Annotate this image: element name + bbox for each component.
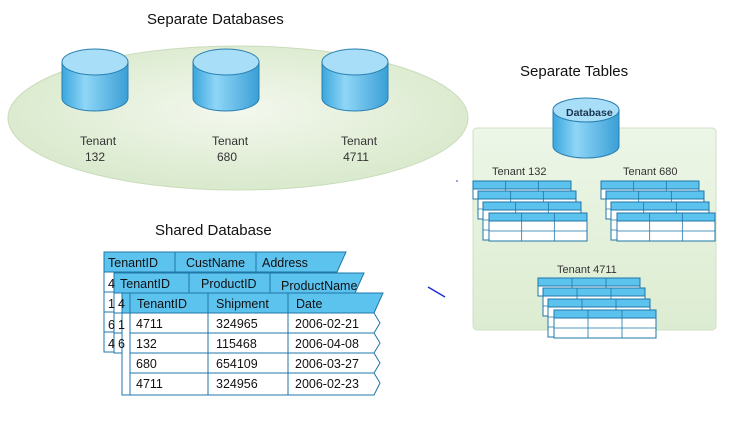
back-id-cell: 4 xyxy=(108,277,115,291)
database-caption-1-line2: 132 xyxy=(84,150,106,164)
database-caption-1-line1: Tenant xyxy=(80,134,117,148)
middle-header-productid: ProductID xyxy=(201,277,257,291)
front-cell: 324956 xyxy=(216,377,258,391)
front-cell: 324965 xyxy=(216,317,258,331)
back-header-tenantid: TenantID xyxy=(108,256,159,270)
pen-dot-mark xyxy=(456,180,458,182)
database-cylinder-shared xyxy=(552,97,620,159)
front-header-date: Date xyxy=(296,297,323,311)
front-cell: 115468 xyxy=(216,337,257,351)
shared-shipments-table xyxy=(121,292,384,396)
back-header-address: Address xyxy=(262,256,308,270)
back-id-cell: 6 xyxy=(108,318,115,332)
front-cell: 2006-02-23 xyxy=(295,377,359,391)
tenant-132-tables-stack xyxy=(472,180,588,242)
database-label: Database xyxy=(566,107,613,119)
middle-id-cell: 6 xyxy=(118,337,125,351)
database-caption-2: Tenant 680 xyxy=(212,133,249,165)
mini-table-icon xyxy=(553,309,657,339)
database-caption-3: Tenant 4711 xyxy=(341,133,378,165)
pen-stroke-mark xyxy=(427,286,446,298)
middle-header-tenantid: TenantID xyxy=(120,277,171,291)
separate-databases-title: Separate Databases xyxy=(147,11,284,28)
front-cell: 680 xyxy=(136,357,157,371)
group-label-tenant-132: Tenant 132 xyxy=(492,166,547,178)
middle-id-cell: 4 xyxy=(118,297,125,311)
back-header-custname: CustName xyxy=(186,256,246,270)
front-header-shipment: Shipment xyxy=(216,297,269,311)
database-cylinder-tenant-4711 xyxy=(321,48,389,112)
front-cell: 4711 xyxy=(136,317,163,331)
mini-table-icon xyxy=(488,212,588,242)
tenant-4711-tables-stack xyxy=(537,277,657,339)
front-cell: 132 xyxy=(136,337,157,351)
shared-database-title: Shared Database xyxy=(155,222,272,239)
front-cell: 654109 xyxy=(216,357,258,371)
mini-table-icon xyxy=(616,212,716,242)
database-caption-2-line2: 680 xyxy=(216,150,238,164)
separate-tables-title: Separate Tables xyxy=(520,63,629,80)
front-cell: 2006-03-27 xyxy=(295,357,359,371)
database-caption-3-line1: Tenant xyxy=(341,134,378,148)
database-caption-3-line2: 4711 xyxy=(343,150,369,164)
middle-id-cell: 1 xyxy=(118,318,125,332)
back-id-cell: 1 xyxy=(108,297,115,311)
group-label-tenant-4711: Tenant 4711 xyxy=(557,264,617,276)
database-caption-2-line1: Tenant xyxy=(212,134,249,148)
database-cylinder-tenant-680 xyxy=(192,48,260,112)
front-cell: 2006-04-08 xyxy=(295,337,359,351)
back-id-cell: 4 xyxy=(108,337,115,351)
middle-header-productname: ProductName xyxy=(281,279,358,293)
database-caption-1: Tenant 132 xyxy=(80,133,117,165)
shared-customers-table xyxy=(103,251,347,353)
front-cell: 4711 xyxy=(136,377,163,391)
group-label-tenant-680: Tenant 680 xyxy=(623,166,678,178)
database-cylinder-tenant-132 xyxy=(61,48,129,112)
tenant-680-tables-stack xyxy=(600,180,716,242)
front-cell: 2006-02-21 xyxy=(295,317,359,331)
middle-header-productname-clip: ProductName xyxy=(281,277,359,295)
front-header-tenantid: TenantID xyxy=(137,297,188,311)
